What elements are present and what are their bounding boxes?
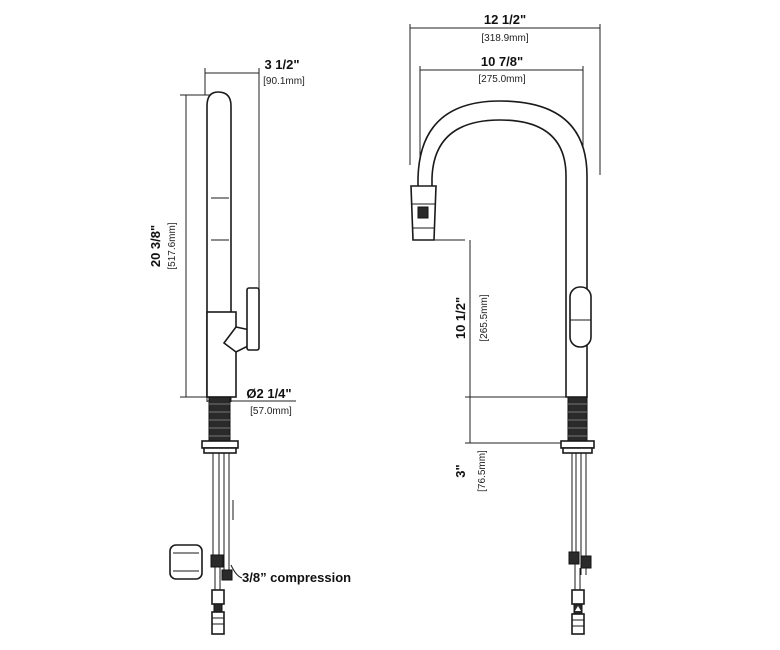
- spout-height-value: 10 1/2": [453, 297, 468, 339]
- deck-height-value: 3": [453, 464, 468, 477]
- base-diameter-value: Ø2 1/4": [246, 386, 291, 401]
- front-view: 12 1/2" [318.9mm] 10 7/8" [275.0mm]: [409, 12, 601, 635]
- overall-width-dimension: 12 1/2" [318.9mm]: [409, 12, 601, 175]
- spout-reach-mm: [275.0mm]: [478, 74, 525, 85]
- base-diameter-mm: [57.0mm]: [250, 406, 292, 417]
- side-shank: [201, 396, 239, 454]
- compression-fitting: 3/8” compression: [169, 544, 351, 585]
- side-supply-lines: [210, 453, 234, 635]
- side-faucet-body: [206, 91, 260, 398]
- base-diameter-dimension: Ø2 1/4" [57.0mm]: [206, 386, 296, 417]
- front-supply-lines: [568, 453, 592, 635]
- overall-width-value: 12 1/2": [484, 12, 526, 27]
- front-faucet-body: [410, 100, 592, 398]
- reach-dimension: 3 1/2" [90.1mm]: [204, 57, 305, 300]
- height-dimension: 20 3/8" [517.6mm]: [148, 94, 212, 398]
- spout-height-mm: [265.5mm]: [479, 294, 490, 341]
- reach-value: 3 1/2": [264, 57, 299, 72]
- compression-label: 3/8” compression: [242, 570, 351, 585]
- spout-reach-value: 10 7/8": [481, 54, 523, 69]
- front-shank: [560, 396, 595, 454]
- height-value: 20 3/8": [148, 225, 163, 267]
- side-view: 3 1/2" [90.1mm] 20 3/8" [517.6mm] Ø2 1/4…: [148, 57, 351, 635]
- deck-height-mm: [76.5mm]: [477, 450, 488, 492]
- reach-mm: [90.1mm]: [263, 76, 305, 87]
- spout-height-dimension: 10 1/2" [265.5mm]: [434, 239, 566, 398]
- deck-height-dimension: 3" [76.5mm]: [453, 397, 566, 492]
- overall-width-mm: [318.9mm]: [481, 33, 528, 44]
- height-mm: [517.6mm]: [167, 222, 178, 269]
